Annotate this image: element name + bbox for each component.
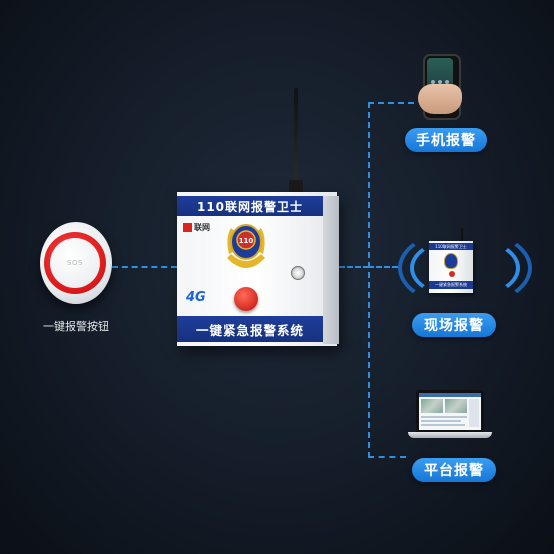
output-label-site: 现场报警: [412, 313, 496, 337]
alarm-box-bottom-title: 一键紧急报警系统: [177, 316, 323, 342]
hand-holding-phone: [418, 84, 462, 114]
mini-emblem-icon: [444, 253, 458, 269]
antenna-base: [289, 180, 303, 192]
alarm-box-top-title: 110联网报警卫士: [177, 196, 323, 216]
brand-mark-icon: [183, 223, 192, 232]
brand-name: 联网: [194, 223, 210, 232]
laptop-base: [408, 432, 492, 438]
alarm-red-button[interactable]: [234, 287, 258, 311]
connector-sos-to-box: [112, 266, 177, 268]
mini-device-bottom-title: 一键紧急报警系统: [429, 281, 473, 289]
network-badge: 4G: [186, 290, 206, 305]
connector-hub-vertical: [368, 102, 370, 458]
antenna-icon: [294, 88, 298, 192]
sos-button-text: SOS: [67, 259, 83, 267]
mini-antenna-icon: [461, 228, 463, 242]
sos-button[interactable]: SOS: [50, 238, 100, 288]
signal-wave-right-outer: [398, 228, 532, 308]
connector-to-phone: [368, 102, 414, 104]
emblem-text: 110: [239, 237, 254, 245]
police-emblem-icon: 110: [223, 218, 269, 276]
alarm-box-side: [323, 196, 339, 344]
output-label-phone: 手机报警: [405, 128, 487, 152]
brand-logo: 联网: [183, 222, 210, 233]
signal-wave-right-inner: [410, 236, 520, 300]
connector-box-to-hub: [339, 266, 369, 268]
connector-to-platform: [368, 456, 406, 458]
laptop-display: [419, 393, 481, 430]
output-label-platform: 平台报警: [412, 458, 496, 482]
mini-red-button: [449, 271, 455, 277]
mini-device-top-title: 110联网报警卫士: [429, 243, 473, 250]
connector-to-site: [368, 266, 398, 268]
sos-button-caption: 一键报警按钮: [43, 320, 109, 333]
key-lock-icon: [291, 266, 305, 280]
